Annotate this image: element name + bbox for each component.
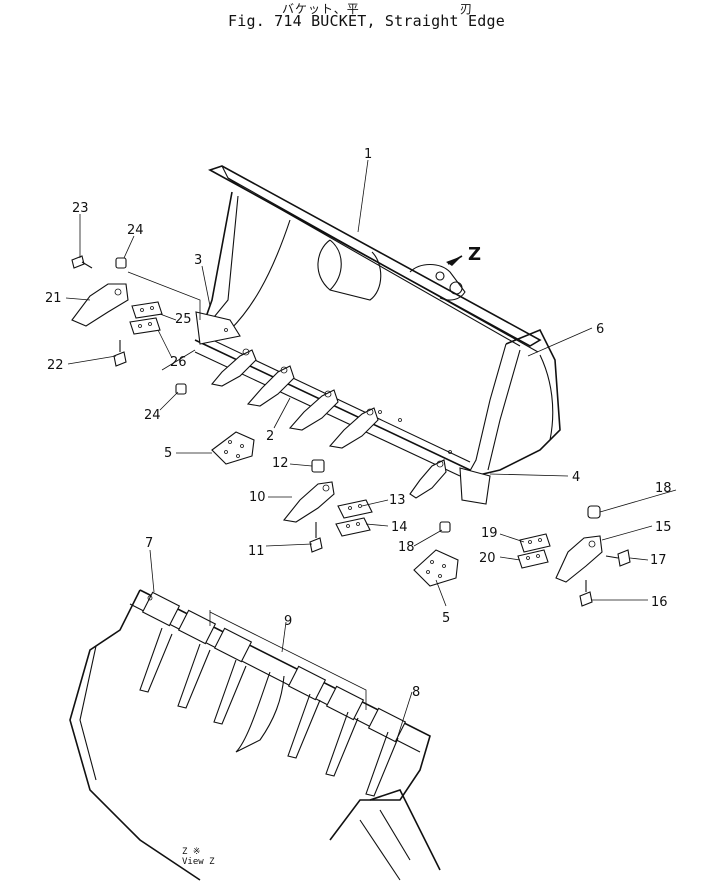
callout-14: 14	[391, 520, 408, 535]
adapter-15	[555, 535, 603, 583]
bolt-11	[309, 522, 323, 553]
view-caption-line1: Z ※	[182, 847, 201, 857]
callout-5a: 5	[164, 446, 172, 461]
callout-1: 1	[364, 147, 372, 162]
bolt-17	[605, 549, 631, 567]
bolt-16	[579, 580, 593, 607]
teeth-row	[210, 348, 447, 499]
callout-21: 21	[45, 291, 62, 306]
callout-12: 12	[272, 456, 289, 471]
callout-23: 23	[72, 201, 89, 216]
view-z-arrow	[446, 255, 463, 266]
callout-24a: 24	[127, 223, 144, 238]
nut-18-right	[587, 505, 601, 519]
callout-15: 15	[655, 520, 672, 535]
callout-3: 3	[194, 253, 202, 268]
shims-13-14	[335, 499, 373, 537]
view-z-label: Z	[468, 244, 481, 265]
callout-25: 25	[175, 312, 192, 327]
callout-19: 19	[481, 526, 498, 541]
leader-lines	[65, 159, 677, 743]
shims-25-26	[129, 301, 163, 335]
title-japanese-right: 刃	[460, 2, 474, 16]
callout-13: 13	[389, 493, 406, 508]
figure-title: Fig. 714 BUCKET, Straight Edge	[228, 12, 505, 30]
bolt-23	[71, 255, 93, 269]
callout-20: 20	[479, 551, 496, 566]
callout-18a: 18	[655, 481, 672, 496]
nut-18-middle	[439, 521, 451, 533]
nut-12	[311, 459, 325, 473]
callout-11: 11	[248, 544, 265, 559]
title-japanese-left: バケット、平	[282, 2, 360, 16]
callout-4: 4	[572, 470, 580, 485]
callout-10: 10	[249, 490, 266, 505]
view-caption-line2: View Z	[182, 857, 215, 867]
callout-8: 8	[412, 685, 420, 700]
callout-7: 7	[145, 536, 153, 551]
callout-22: 22	[47, 358, 64, 373]
shims-19-20	[517, 533, 551, 569]
callouts: 1 2 3 4 5 5 6 7 8 9 10 11 12 13 14 15 16…	[45, 147, 672, 700]
callout-26: 26	[170, 355, 187, 370]
nut-24-lower	[175, 383, 187, 395]
adapter-21	[71, 283, 129, 327]
callout-2: 2	[266, 429, 274, 444]
callout-17: 17	[650, 553, 667, 568]
plate-5-right	[413, 549, 459, 587]
callout-16: 16	[651, 595, 668, 610]
callout-18b: 18	[398, 540, 415, 555]
callout-6: 6	[596, 322, 604, 337]
callout-24b: 24	[144, 408, 161, 423]
callout-9: 9	[284, 614, 292, 629]
plate-5-left	[211, 431, 255, 465]
callout-5b: 5	[442, 611, 450, 626]
nut-24-upper	[115, 257, 127, 269]
view-caption: Z ※ View Z	[182, 847, 215, 867]
adapter-10	[282, 481, 335, 523]
view-z-illustration	[69, 589, 441, 881]
bolt-22	[113, 340, 127, 367]
